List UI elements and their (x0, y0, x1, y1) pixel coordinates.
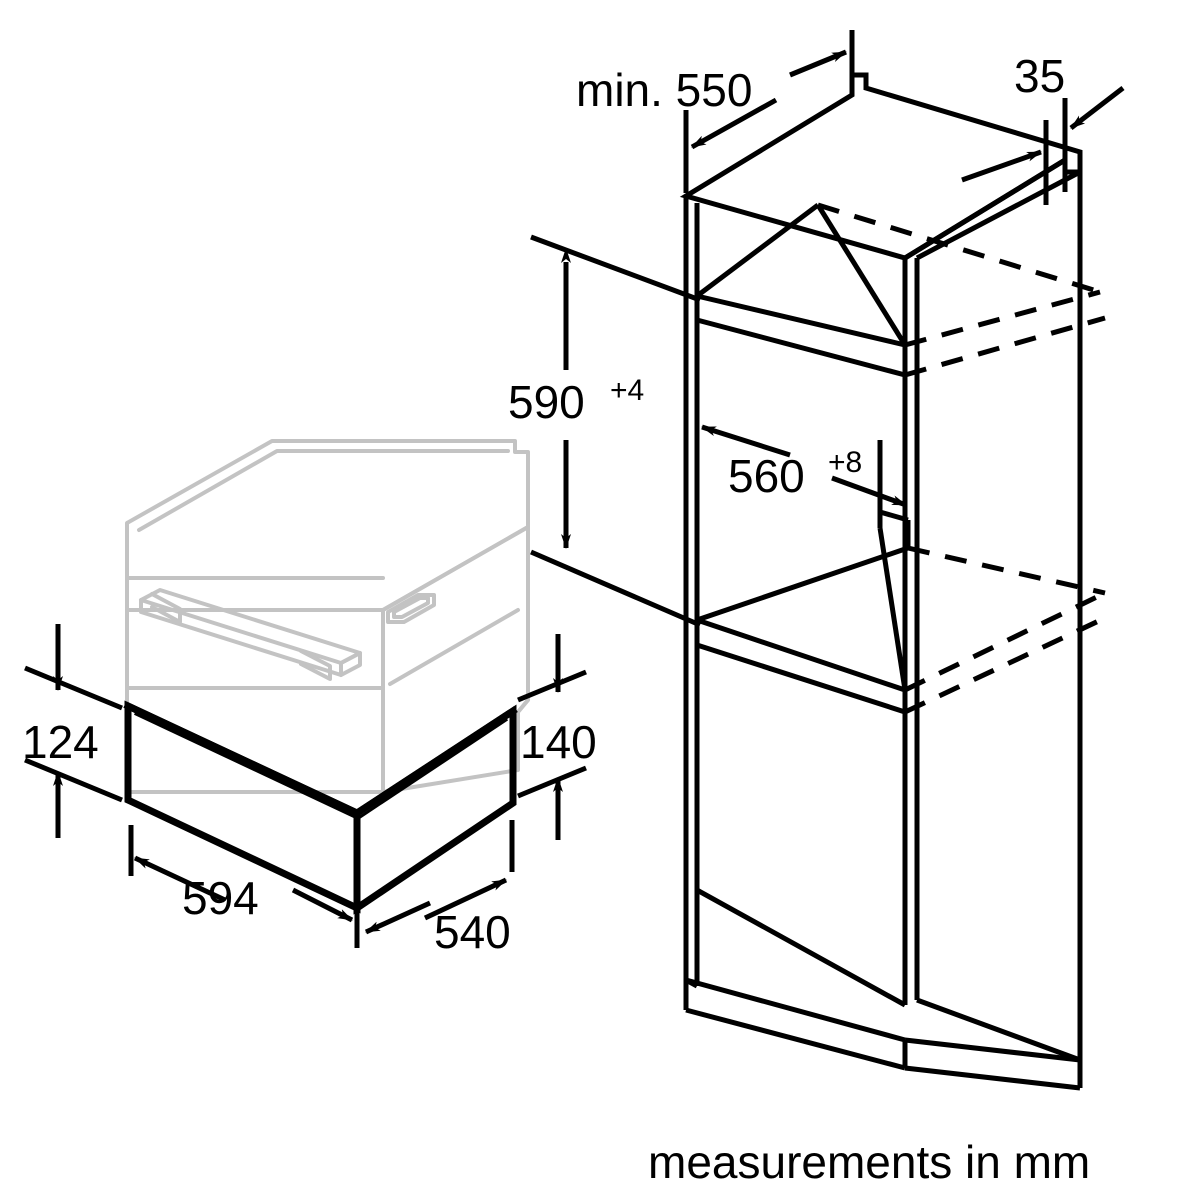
dimension-label-590: 590 (508, 376, 585, 428)
dimension-tolerance-590: +4 (610, 374, 644, 407)
dimension-label-35: 35 (1014, 50, 1065, 102)
dimension-niche-height: 590 +4 (508, 234, 701, 628)
cabinet-outline (679, 72, 1083, 1091)
ext-line-590-top (530, 234, 701, 303)
arrow-35-left (961, 149, 1042, 183)
ext-line-124-top (24, 665, 123, 711)
dimension-label-540: 540 (434, 906, 511, 958)
appliance-ghost-outline (125, 439, 530, 794)
arrow-540-right (423, 877, 508, 921)
arrow-594-right (291, 887, 354, 923)
ext-line-140-top (517, 669, 587, 703)
dimension-drawer-depth: 540 (364, 820, 515, 958)
ext-line-590-bottom (530, 549, 701, 628)
arrow-540-left (364, 900, 432, 935)
dimension-niche-width: 560 +8 (701, 424, 907, 512)
dimension-label-550: min. 550 (576, 64, 752, 116)
dimension-label-140: 140 (520, 716, 597, 768)
measurement-units-caption: measurements in mm (648, 1136, 1090, 1188)
arrow-560-left (701, 424, 791, 458)
ext-line-124-bottom (24, 757, 123, 803)
arrow-594-left (133, 855, 227, 903)
arrow-550-left (690, 97, 778, 150)
dimension-niche-depth: min. 550 (576, 30, 855, 193)
dimension-label-594: 594 (182, 872, 259, 924)
dimension-drawer-width: 594 (128, 825, 360, 948)
dimension-tolerance-560: +8 (828, 446, 862, 479)
dimension-drawer-front-height: 124 (22, 624, 123, 838)
dimension-label-124: 124 (22, 716, 99, 768)
dimension-label-560: 560 (728, 450, 805, 502)
dimension-notch-width: 35 (961, 50, 1125, 205)
dimension-drawer-body-height: 140 (517, 634, 597, 840)
ext-line-140-bottom (517, 765, 587, 799)
arrow-550-right (789, 49, 847, 78)
drawer-base-edge-highlights (126, 704, 515, 820)
arrow-35-right (1069, 86, 1125, 130)
arrow-560-right (831, 475, 907, 508)
cabinet-hidden-lines (817, 202, 1107, 715)
